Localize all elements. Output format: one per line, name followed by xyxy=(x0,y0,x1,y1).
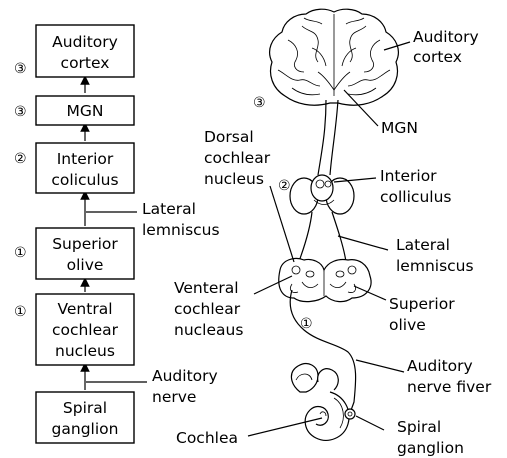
label-mgn: MGN xyxy=(381,119,418,137)
label-venteral-line1: Venteral xyxy=(174,279,239,297)
marker-3-mgn: ③ xyxy=(14,104,27,120)
label-lateral-left-line2: lemniscus xyxy=(142,221,220,239)
label-dorsal-line2: cochlear xyxy=(204,149,271,167)
box-spiral-ganglion-line1: Spiral xyxy=(63,399,107,417)
box-mgn: MGN ③ xyxy=(14,96,134,125)
marker-3-cortex: ③ xyxy=(14,61,27,77)
tract-lemniscus-right xyxy=(332,212,346,262)
box-ventral-cochlear-nucleus: Ventral cochlear nucleus ① xyxy=(14,294,134,365)
label-auditory-cortex-line1: Auditory xyxy=(413,28,479,46)
label-venteral-line2: cochlear xyxy=(174,300,241,318)
box-interior-coliculus-line2: coliculus xyxy=(51,171,118,189)
box-superior-olive-line1: Superior xyxy=(52,235,118,253)
flowchart: Auditory cortex ③ MGN ③ Interior colicul… xyxy=(14,25,220,443)
label-lateral-left-line1: Lateral xyxy=(142,200,196,218)
box-superior-olive: Superior olive ① xyxy=(14,228,134,279)
tract-right-upper xyxy=(330,100,338,175)
marker-1-ventral: ① xyxy=(14,304,27,320)
box-spiral-ganglion: Spiral ganglion xyxy=(36,392,134,443)
label-interior-colliculus-line2: colliculus xyxy=(380,188,451,206)
anatomy-illustration: ③ ② ① Auditory cortex MGN Dorsal cochlea… xyxy=(174,9,492,457)
marker-1-anatomy: ① xyxy=(300,316,313,332)
label-lateral-right-line2: lemniscus xyxy=(396,257,474,275)
box-ventral-line3: nucleus xyxy=(55,342,115,360)
box-ventral-line2: cochlear xyxy=(52,321,119,339)
label-superior-olive-line1: Superior xyxy=(389,295,455,313)
box-interior-coliculus-line1: Interior xyxy=(57,150,114,168)
box-interior-coliculus: Interior coliculus ② xyxy=(14,143,134,193)
leader-spiral-ganglion xyxy=(356,416,384,430)
box-auditory-cortex-line1: Auditory xyxy=(52,33,118,51)
marker-1-olive: ① xyxy=(14,245,27,261)
label-spiral-ganglion-line2: ganglion xyxy=(397,439,464,457)
marker-3-anatomy: ③ xyxy=(253,95,266,111)
leader-lateral-lemniscus-right xyxy=(338,236,388,250)
box-auditory-cortex-line2: cortex xyxy=(61,54,110,72)
label-lateral-right-line1: Lateral xyxy=(396,236,450,254)
label-auditory-nerve-fiver-line1: Auditory xyxy=(407,357,473,375)
label-dorsal-line1: Dorsal xyxy=(204,128,254,146)
label-auditory-nerve-fiver-line2: nerve fiver xyxy=(407,378,492,396)
box-spiral-ganglion-line2: ganglion xyxy=(52,420,119,438)
marker-2-colliculus: ② xyxy=(14,151,27,167)
medulla-drawing xyxy=(279,258,371,301)
label-auditory-nerve-line2: nerve xyxy=(152,388,196,406)
leader-auditory-nerve-fiver xyxy=(356,360,404,372)
tract-lemniscus-left xyxy=(298,212,312,264)
label-dorsal-line3: nucleus xyxy=(204,170,264,188)
marker-2-anatomy: ② xyxy=(278,178,291,194)
label-auditory-nerve-line1: Auditory xyxy=(152,367,218,385)
box-ventral-line1: Ventral xyxy=(57,300,112,318)
label-spiral-ganglion-line1: Spiral xyxy=(397,418,441,436)
brain-cortex-drawing xyxy=(270,9,399,105)
auditory-nerve-fiber xyxy=(290,290,355,414)
label-cochlea: Cochlea xyxy=(176,429,238,447)
label-auditory-cortex-line2: cortex xyxy=(413,48,462,66)
tract-left-upper xyxy=(318,100,326,175)
box-auditory-cortex: Auditory cortex ③ xyxy=(14,25,134,77)
label-superior-olive-line2: olive xyxy=(389,316,426,334)
cochlea-drawing xyxy=(291,364,355,441)
box-mgn-label: MGN xyxy=(67,102,104,120)
label-venteral-line3: nucleaus xyxy=(174,321,243,339)
label-interior-colliculus-line1: Interior xyxy=(380,167,437,185)
box-superior-olive-line2: olive xyxy=(67,256,104,274)
